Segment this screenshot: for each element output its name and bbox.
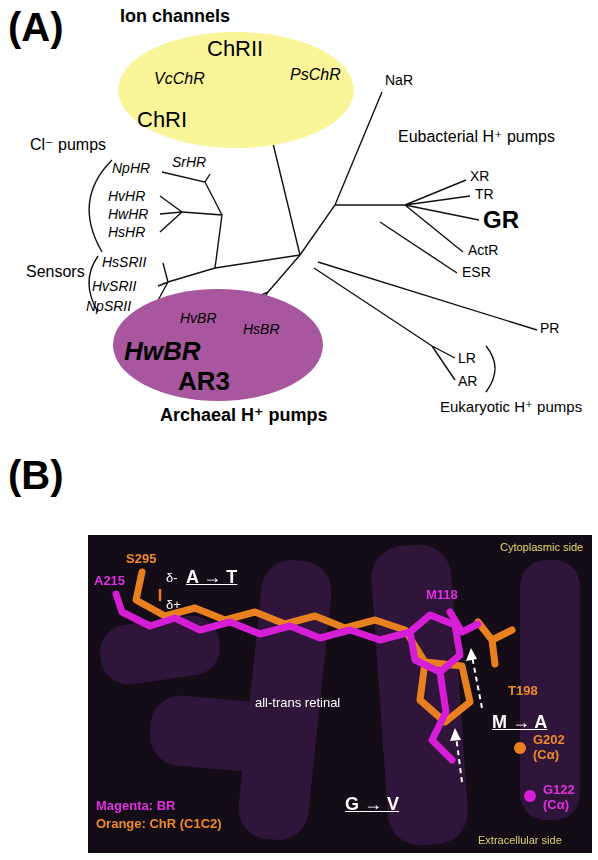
taxon-label: NaR — [385, 72, 413, 88]
clade-ellipse: HvBR HsBR HwBRAR3Archaeal H⁺ pumps — [100, 285, 340, 430]
residue-label: G122 (Cα) — [543, 783, 591, 813]
taxon-label: HvBR — [180, 310, 217, 326]
taxon-label: NpSRII — [86, 298, 131, 314]
mutation-label: M → A — [492, 712, 547, 733]
helix-ribbons — [96, 543, 580, 848]
molecule-label: all-trans retinal — [255, 696, 340, 711]
taxon-label: XR — [470, 168, 489, 184]
legend-text: Orange: ChR (C1C2) — [96, 817, 222, 832]
panel-letter: (B) — [8, 452, 64, 498]
residue-label: T198 — [508, 684, 538, 699]
group-label: Cl⁻ pumps — [30, 136, 106, 154]
taxon-label: HwBR — [124, 337, 201, 367]
legend-text: Magenta: BR — [96, 799, 175, 814]
clade-ellipse: Ion channelsChRIIVcChR PsChR ChRI — [112, 4, 360, 150]
taxon-label: LR — [458, 350, 476, 366]
taxon-label: ChRII — [207, 36, 263, 61]
panel-letter: (A) — [8, 4, 64, 50]
group-label: Archaeal H⁺ pumps — [160, 405, 328, 426]
taxon-label: PsChR — [290, 66, 341, 84]
taxon-label: GR — [483, 206, 519, 234]
arrowheads — [450, 648, 477, 741]
taxon-label: SrHR — [172, 154, 206, 170]
taxon-label: AR — [458, 373, 477, 389]
ellipse-fill — [118, 32, 354, 148]
residue-label: A215 — [94, 574, 125, 589]
group-label: Eubacterial H⁺ pumps — [398, 128, 555, 146]
group-label: Sensors — [26, 263, 85, 281]
side-label: Extracellular side — [478, 834, 562, 847]
side-label: Cytoplasmic side — [500, 541, 583, 554]
residue-label: G202 (Cα) — [533, 733, 585, 763]
mutation-label: G → V — [345, 794, 399, 815]
taxon-label: ESR — [462, 264, 491, 280]
charge-label: δ+ — [166, 598, 181, 613]
residue-label: M118 — [426, 588, 458, 603]
taxon-label: AR3 — [178, 367, 230, 397]
taxon-label: PR — [540, 320, 559, 336]
taxon-label: HsHR — [108, 224, 145, 240]
charge-label: δ- — [166, 571, 178, 586]
group-label: Ion channels — [120, 6, 230, 27]
taxon-label: TR — [475, 186, 494, 202]
taxon-label: VcChR — [154, 70, 205, 88]
dashed-arrows — [456, 656, 482, 782]
taxon-label: NpHR — [112, 160, 150, 176]
taxon-label: ActR — [468, 242, 498, 258]
residue-label: S295 — [126, 552, 156, 567]
calpha-sphere — [524, 790, 536, 802]
mutation-label: A → T — [186, 567, 237, 588]
taxon-label: HwHR — [108, 206, 148, 222]
taxon-label: HvSRII — [92, 278, 136, 294]
taxon-label: HsSRII — [102, 254, 146, 270]
taxon-label: HvHR — [108, 188, 145, 204]
structure-background — [88, 535, 592, 853]
calpha-sphere — [514, 742, 526, 754]
taxon-label: ChRI — [137, 107, 187, 132]
taxon-label: HsBR — [243, 321, 280, 337]
group-label: Eukaryotic H⁺ pumps — [440, 398, 582, 415]
ellipse-fill — [113, 289, 323, 401]
retinal-sticks — [116, 572, 512, 760]
